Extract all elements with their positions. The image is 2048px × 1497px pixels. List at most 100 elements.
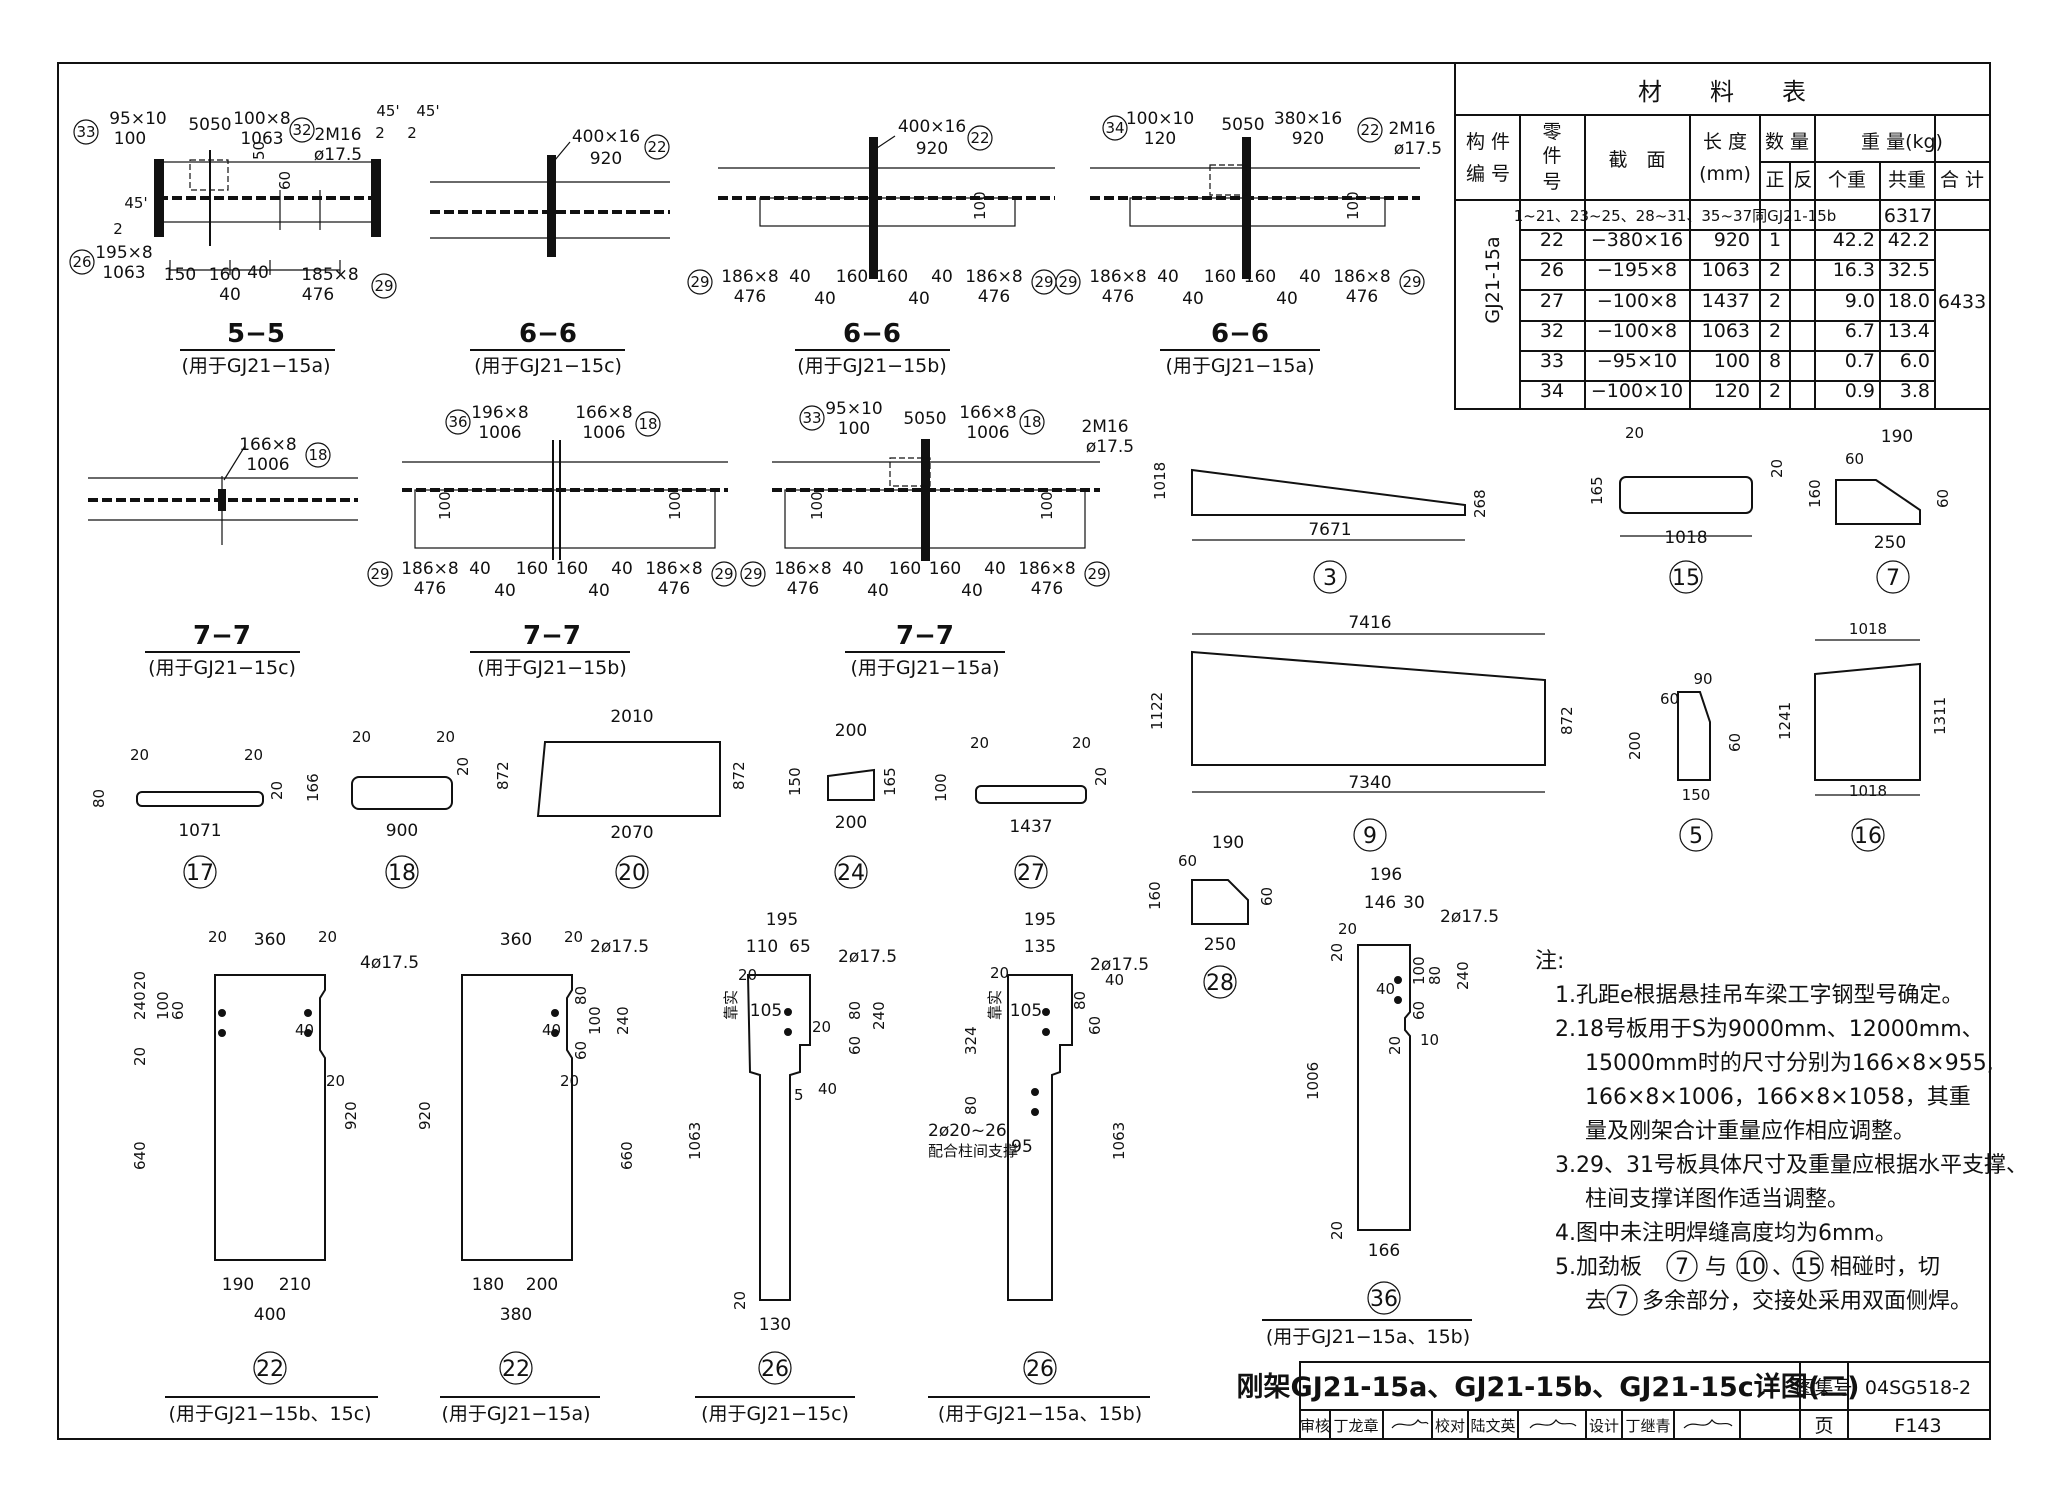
stiff-6-6b-d40-b: 40 — [931, 267, 953, 287]
plate-20-top: 2010 — [610, 707, 653, 727]
stiff-7-7a-d40-b: 40 — [984, 559, 1006, 579]
plate-22a-bubble: 22 — [502, 1357, 530, 1382]
stiff-6-6b-d160-a: 160 — [836, 267, 868, 287]
plate-28-c1: 60 — [1178, 852, 1197, 870]
section-7-7-15b: 36 196×8 1006 166×8 1006 18 100 100 7−7 … — [402, 403, 728, 679]
atlas-no: 04SG518-2 — [1865, 1377, 1971, 1399]
plate-36-a: 146 — [1364, 893, 1396, 913]
plate-17-bubble: 17 — [186, 861, 214, 886]
plate-18-h: 166 — [304, 773, 322, 802]
th-section: 截 面 — [1608, 149, 1665, 171]
plate-24-bot: 200 — [835, 813, 867, 833]
stiff-7-7a-d160-a: 160 — [889, 559, 921, 579]
plate-22b-bubble: 22 — [256, 1357, 284, 1382]
note-5f: 多余部分，交接处采用双面侧焊。 — [1642, 1289, 1972, 1314]
table-row-section: −195×8 — [1597, 259, 1677, 281]
plate-5: 90 60 200 60 150 5 — [1626, 670, 1744, 852]
plate-16-h2: 1311 — [1931, 697, 1949, 735]
member-id: GJ21-15a — [1482, 236, 1504, 323]
table-row-part: 27 — [1540, 290, 1564, 312]
plate-16: 1018 1018 1241 1311 16 — [1776, 620, 1949, 852]
stiff-7-7a-stiffb-left: 476 — [787, 579, 819, 599]
plate-22b-h1: 640 — [131, 1141, 149, 1170]
section-6-6c-label: 6−6 — [519, 319, 577, 349]
section-6-6b-plateb: 920 — [916, 139, 948, 159]
plate-22b-w1: 190 — [222, 1275, 254, 1295]
section-5-5-angle-c: 45' — [124, 194, 147, 212]
plate-15-c2: 20 — [1768, 459, 1786, 478]
table-row-unit-weight: 0.7 — [1845, 350, 1875, 372]
plate-24-bubble: 24 — [837, 861, 865, 886]
table-row-part: 32 — [1540, 320, 1564, 342]
plate-22a-d40: 40 — [542, 1021, 561, 1039]
plate-5-c2: 60 — [1726, 733, 1744, 752]
plate-28-w: 250 — [1204, 935, 1236, 955]
plate-22a-d60: 60 — [572, 1041, 590, 1060]
plate-22b-caption: (用于GJ21−15b、15c) — [168, 1403, 371, 1425]
plate-15-c1: 20 — [1625, 424, 1644, 442]
section-6-6c-plateb: 920 — [590, 149, 622, 169]
th-qty-neg: 反 — [1793, 169, 1812, 191]
note-5-bubble-10: 10 — [1738, 1255, 1766, 1280]
plate-24-top: 200 — [835, 721, 867, 741]
table-row-part: 34 — [1540, 380, 1564, 402]
plate-16-h1: 1241 — [1776, 702, 1794, 740]
table-row-qty: 1 — [1769, 229, 1781, 251]
section-7-7a-plateb: 1006 — [966, 423, 1009, 443]
table-row-unit-weight: 0.9 — [1845, 380, 1875, 402]
stiff-6-6b-stiffb-right: 476 — [978, 287, 1010, 307]
stiff-6-6b-d160-b: 160 — [876, 267, 908, 287]
atlas-no-label: 图集号 — [1795, 1377, 1852, 1399]
section-7-7a-d100-b: 100 — [1038, 491, 1056, 520]
section-5-5-caption: (用于GJ21−15a) — [181, 355, 330, 377]
table-row-total-weight: 42.2 — [1888, 229, 1930, 251]
th-member: 构 件 — [1466, 131, 1510, 153]
title-block: 刚架GJ21-15a、GJ21-15b、GJ21-15c详图(二) 图集号 04… — [1237, 1361, 1991, 1440]
section-6-6a-label: 6−6 — [1211, 319, 1269, 349]
notes: 注: 1.孔距e根据悬挂吊车梁工字钢型号确定。 2.18号板用于S为9000mm… — [1535, 949, 2028, 1316]
plate-36-d240: 240 — [1454, 961, 1472, 990]
plate-36-bubble: 36 — [1370, 1287, 1398, 1312]
section-6-6a-caption: (用于GJ21−15a) — [1165, 355, 1314, 377]
section-7-7c-bubble: 18 — [308, 446, 327, 464]
section-6-6b-plate: 400×16 — [898, 117, 966, 137]
plate-27-w: 1437 — [1009, 817, 1052, 837]
plate-36-b: 30 — [1403, 893, 1425, 913]
stiff-7-7a-stiffb-right: 476 — [1031, 579, 1063, 599]
plate-22a-w2: 200 — [526, 1275, 558, 1295]
plate-26c-d20b: 20 — [738, 966, 757, 984]
plate-15-h: 165 — [1588, 476, 1606, 505]
section-6-6a-bolt: 2M16 — [1388, 119, 1435, 139]
plate-7-c2: 60 — [1934, 489, 1952, 508]
plate-22-15b: 360 20 20 4ø17.5 40 240 100 60 20 20 20 … — [131, 928, 419, 1425]
section-7-7b-bubble-36: 36 — [448, 413, 467, 431]
stiff-6-6b-stiffb-left: 476 — [734, 287, 766, 307]
plate-9-h2: 872 — [1558, 706, 1576, 735]
section-5-5-bubble-29: 29 — [374, 277, 393, 295]
plate-26c-weld: 靠实 — [722, 990, 740, 1020]
plate-22b-holes: 4ø17.5 — [360, 953, 419, 973]
plate-22b-top: 360 — [254, 930, 286, 950]
plate-26c-d240: 240 — [870, 1001, 888, 1030]
notes-head: 注: — [1535, 949, 1564, 974]
section-7-7a-d100-a: 100 — [808, 491, 826, 520]
plate-28: 190 250 160 60 60 28 — [1146, 833, 1276, 999]
plate-27-c1: 20 — [970, 734, 989, 752]
section-7-7-15c: 166×8 1006 18 7−7 (用于GJ21−15c) — [88, 435, 358, 679]
stiff-7-7b-stiff-left: 186×8 — [401, 559, 459, 579]
stiff-7-7b-stiff-right: 186×8 — [645, 559, 703, 579]
table-row-section: −100×8 — [1597, 320, 1677, 342]
section-5-5-weld-c: 2 — [113, 220, 123, 238]
stiff-6-6a-bubble-29-left: 29 — [1058, 273, 1077, 291]
plate-26a-d105: 105 — [1010, 1001, 1042, 1021]
stiff-6-6b-d40-a: 40 — [789, 267, 811, 287]
section-7-7a-bubble-18: 18 — [1022, 413, 1041, 431]
stiff-7-7b-bubble-29-right: 29 — [714, 565, 733, 583]
table-row-length: 1063 — [1702, 320, 1750, 342]
plate-26c-a: 110 — [746, 937, 778, 957]
stiff-7-7b-bubble-29-left: 29 — [370, 565, 389, 583]
plate-9-bubble: 9 — [1363, 824, 1377, 849]
section-5-5-p29b: 476 — [302, 285, 334, 305]
stiff-6-6a-bubble-29-right: 29 — [1402, 273, 1421, 291]
plate-36-d10: 10 — [1420, 1031, 1439, 1049]
